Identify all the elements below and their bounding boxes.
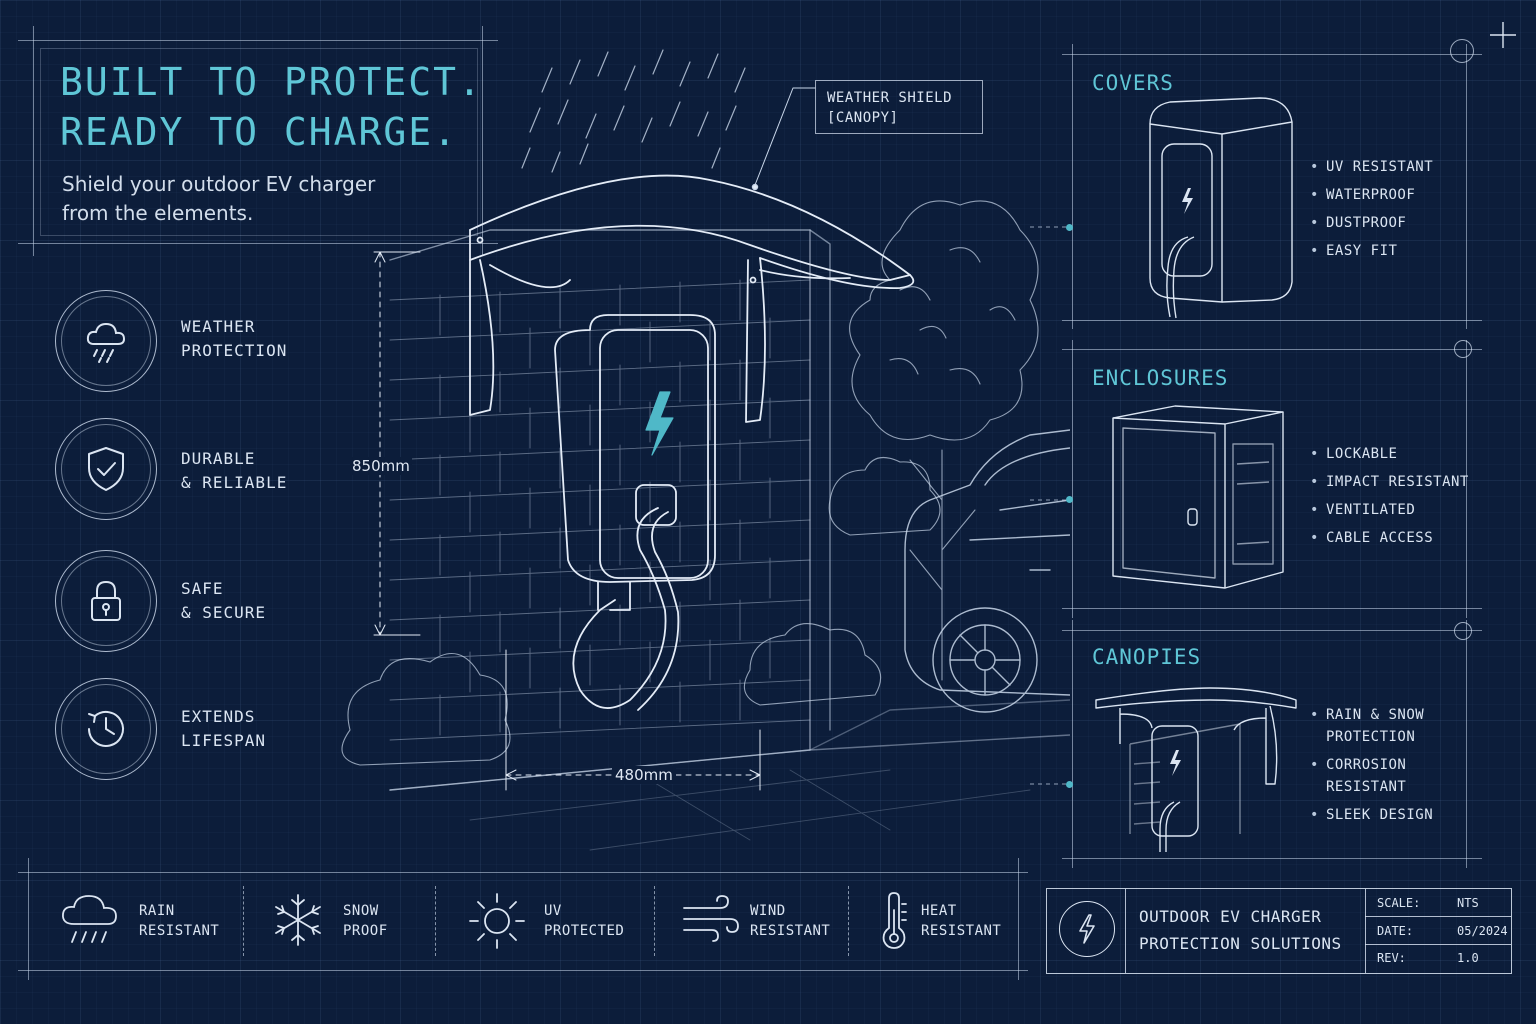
lightning-badge-icon xyxy=(1059,901,1115,957)
callout-line-2: [CANOPY] xyxy=(827,110,899,126)
rev-label: REV: xyxy=(1377,951,1406,965)
feature-label-line2: LIFESPAN xyxy=(181,731,267,750)
date-value: 05/2024 xyxy=(1457,924,1508,938)
subtitle: Shield your outdoor EV charger from the … xyxy=(62,170,375,228)
cloud-rain-icon xyxy=(55,290,157,392)
height-dimension: 850mm xyxy=(350,457,412,475)
bar-label-line1: HEAT xyxy=(921,903,957,919)
feature-bullet: CABLE ACCESS xyxy=(1310,527,1469,549)
bullet-line: CORROSION xyxy=(1326,757,1407,773)
feature-bullet: LOCKABLE xyxy=(1310,443,1469,465)
feature-bullet: IMPACT RESISTANT xyxy=(1310,471,1469,493)
panel-title-enclosures: ENCLOSURES xyxy=(1092,366,1229,390)
enclosures-features: LOCKABLE IMPACT RESISTANT VENTILATED CAB… xyxy=(1310,443,1469,555)
scale-value: NTS xyxy=(1457,896,1479,910)
bar-label-line1: SNOW xyxy=(343,903,379,919)
feature-bullet: VENTILATED xyxy=(1310,499,1469,521)
feature-label-line1: WEATHER xyxy=(181,317,256,336)
title-block-name-line2: PROTECTION SOLUTIONS xyxy=(1139,934,1342,953)
feature-label-line1: EXTENDS xyxy=(181,707,256,726)
date-label: DATE: xyxy=(1377,924,1414,938)
feature-label-line2: & RELIABLE xyxy=(181,473,288,492)
subtitle-line-2: from the elements. xyxy=(62,201,254,225)
bar-label-line1: WIND xyxy=(750,903,786,919)
charger-illustration xyxy=(341,49,1070,851)
feature-label-line1: DURABLE xyxy=(181,449,256,468)
crosshair-icon xyxy=(1454,340,1472,358)
bullet-line: SLEEK DESIGN xyxy=(1326,807,1434,823)
snowflake-icon xyxy=(275,894,321,946)
feature-bullet: UV RESISTANT xyxy=(1310,156,1433,178)
panel-title-covers: COVERS xyxy=(1092,71,1174,95)
feature-label-line2: & SECURE xyxy=(181,603,267,622)
covers-features: UV RESISTANT WATERPROOF DUSTPROOF EASY F… xyxy=(1310,156,1433,268)
bullet-line: RAIN & SNOW xyxy=(1326,707,1425,723)
bar-label-line2: PROOF xyxy=(343,923,388,939)
headline-line-2: READY TO CHARGE. xyxy=(60,110,459,154)
weather-shield-callout: WEATHER SHIELD [CANOPY] xyxy=(815,80,983,134)
title-block: OUTDOOR EV CHARGER PROTECTION SOLUTIONS … xyxy=(1046,888,1512,974)
feature-bullet: CORROSION RESISTANT xyxy=(1310,754,1433,798)
feature-bullet: SLEEK DESIGN xyxy=(1310,804,1433,826)
crosshair-icon xyxy=(1454,622,1472,640)
panel-title-canopies: CANOPIES xyxy=(1092,645,1202,669)
scale-label: SCALE: xyxy=(1377,896,1421,910)
subtitle-line-1: Shield your outdoor EV charger xyxy=(62,172,376,196)
headline-line-1: BUILT TO PROTECT. xyxy=(60,60,483,104)
rain-cloud-icon xyxy=(62,895,117,943)
feature-label-line1: SAFE xyxy=(181,579,224,598)
title-block-name-line1: OUTDOOR EV CHARGER xyxy=(1139,907,1322,926)
width-dimension: 480mm xyxy=(612,766,676,784)
bar-label-line1: RAIN xyxy=(139,903,175,919)
wind-icon xyxy=(683,895,739,942)
bar-label-line2: RESISTANT xyxy=(921,923,1002,939)
sun-icon xyxy=(469,893,525,949)
thermometer-icon xyxy=(882,892,907,949)
enclosure-box-icon xyxy=(1112,405,1284,589)
crosshair-icon xyxy=(1450,39,1474,63)
feature-bullet: EASY FIT xyxy=(1310,240,1433,262)
bar-label-line2: RESISTANT xyxy=(139,923,220,939)
feature-bullet: WATERPROOF xyxy=(1310,184,1433,206)
bar-label-line1: UV xyxy=(544,903,562,919)
bar-label-line2: RESISTANT xyxy=(750,923,831,939)
charger-cover-icon xyxy=(1149,97,1293,319)
feature-bullet: DUSTPROOF xyxy=(1310,212,1433,234)
clock-icon xyxy=(55,678,157,780)
callout-line-1: WEATHER SHIELD xyxy=(827,90,953,106)
rev-value: 1.0 xyxy=(1457,951,1479,965)
shield-check-icon xyxy=(55,418,157,520)
bar-label-line2: PROTECTED xyxy=(544,923,625,939)
canopies-features: RAIN & SNOW PROTECTION CORROSION RESISTANT… xyxy=(1310,704,1433,832)
bullet-line: PROTECTION xyxy=(1326,729,1416,745)
feature-bullet: RAIN & SNOW PROTECTION xyxy=(1310,704,1433,748)
padlock-icon xyxy=(55,550,157,652)
bullet-line: RESISTANT xyxy=(1326,779,1407,795)
canopy-charger-icon xyxy=(1095,687,1297,852)
feature-label-line2: PROTECTION xyxy=(181,341,288,360)
corner-crosshair-icon xyxy=(1490,22,1516,48)
